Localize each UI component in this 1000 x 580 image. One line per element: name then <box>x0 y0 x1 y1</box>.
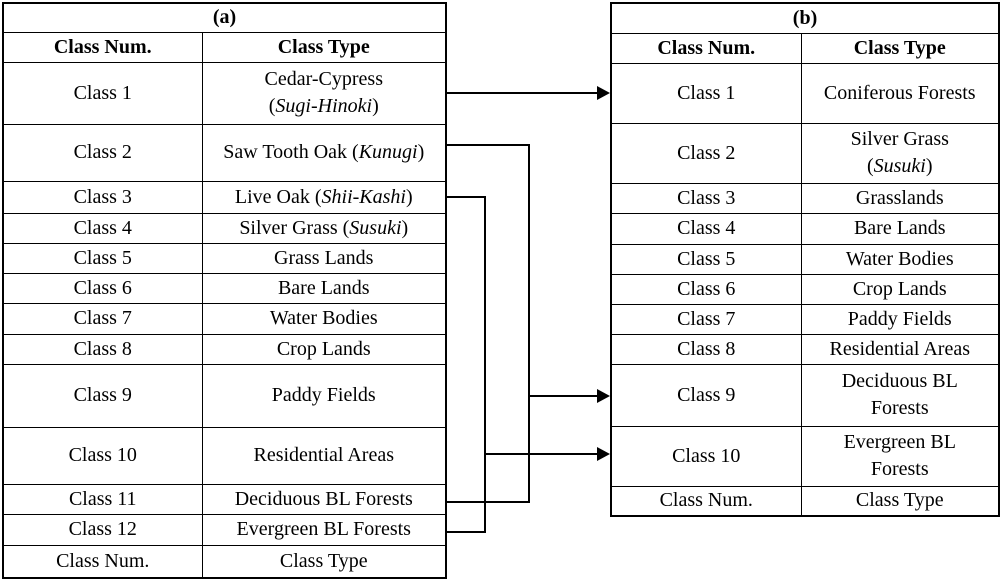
table-b-caption-row: (b) <box>610 2 1000 34</box>
class-num-cell: Class 4 <box>610 212 802 245</box>
connector-class2a-line <box>445 144 530 146</box>
table-b-header-class-type: Class Type <box>800 32 1000 64</box>
table-b-footer-class-type: Class Type <box>800 485 1000 517</box>
table-a-header-class-num: Class Num. <box>2 31 203 63</box>
table-a-caption: (a) <box>2 2 447 33</box>
class-type-cell: Crop Lands <box>800 273 1000 305</box>
class-num-cell: Class 4 <box>2 212 203 244</box>
arrow-class1a-to-class1b-line <box>445 92 598 94</box>
class-num-cell: Class 8 <box>610 333 802 365</box>
class-num-cell: Class 10 <box>2 426 203 485</box>
arrow-class1a-to-class1b-head-icon <box>597 86 610 100</box>
table-a-footer-class-type: Class Type <box>201 544 447 579</box>
connector-class12a-line <box>445 531 486 533</box>
class-num-cell: Class 9 <box>610 363 802 427</box>
class-type-cell: Water Bodies <box>800 243 1000 275</box>
connector-deciduous-vertical-line <box>528 144 530 503</box>
connector-class11a-line <box>445 501 530 503</box>
class-type-cell: Paddy Fields <box>201 363 447 428</box>
table-b-header-class-num: Class Num. <box>610 32 802 64</box>
class-num-cell: Class 12 <box>2 513 203 546</box>
class-type-cell: Cedar-Cypress(Sugi-Hinoki) <box>201 61 447 125</box>
table-b-header-row: Class Num. Class Type <box>610 32 1000 64</box>
class-type-cell: Bare Lands <box>201 272 447 304</box>
connector-class3a-line <box>445 196 486 198</box>
class-num-cell: Class 6 <box>2 272 203 304</box>
table-a-header-row: Class Num. Class Type <box>2 31 447 63</box>
class-type-cell: Live Oak (Shii-Kashi) <box>201 180 447 214</box>
class-type-cell: Saw Tooth Oak (Kunugi) <box>201 123 447 182</box>
class-type-cell: Water Bodies <box>201 302 447 335</box>
class-type-cell: Coniferous Forests <box>800 62 1000 124</box>
class-num-cell: Class 5 <box>610 243 802 275</box>
class-type-cell: Grasslands <box>800 182 1000 214</box>
class-num-cell: Class 6 <box>610 273 802 305</box>
class-type-cell: Grass Lands <box>201 242 447 274</box>
table-a-header-class-type: Class Type <box>201 31 447 63</box>
table-a-caption-row: (a) <box>2 2 447 33</box>
class-type-cell: Silver Grass(Susuki) <box>800 122 1000 184</box>
class-type-cell: Crop Lands <box>201 333 447 365</box>
class-type-cell: Bare Lands <box>800 212 1000 245</box>
class-num-cell: Class 7 <box>610 303 802 335</box>
class-num-cell: Class 9 <box>2 363 203 428</box>
arrow-to-class10b-head-icon <box>597 447 610 461</box>
arrow-to-class9b-line <box>530 395 598 397</box>
class-type-cell: Residential Areas <box>800 333 1000 365</box>
class-num-cell: Class 2 <box>610 122 802 184</box>
class-num-cell: Class 10 <box>610 425 802 487</box>
class-num-cell: Class 2 <box>2 123 203 182</box>
table-b-footer-class-num: Class Num. <box>610 485 802 517</box>
class-type-cell: Paddy Fields <box>800 303 1000 335</box>
class-type-cell: Evergreen BL Forests <box>201 513 447 546</box>
class-type-cell: Silver Grass (Susuki) <box>201 212 447 244</box>
table-a-footer-row: Class Num. Class Type <box>2 544 447 579</box>
class-type-cell: Deciduous BL Forests <box>201 483 447 515</box>
class-num-cell: Class 7 <box>2 302 203 335</box>
class-num-cell: Class 5 <box>2 242 203 274</box>
class-num-cell: Class 1 <box>610 62 802 124</box>
arrow-to-class10b-line <box>486 453 598 455</box>
class-num-cell: Class 3 <box>2 180 203 214</box>
class-num-cell: Class 1 <box>2 61 203 125</box>
arrow-to-class9b-head-icon <box>597 389 610 403</box>
connector-evergreen-vertical-line <box>484 196 486 533</box>
class-num-cell: Class 8 <box>2 333 203 365</box>
table-b-footer-row: Class Num. Class Type <box>610 485 1000 517</box>
class-num-cell: Class 3 <box>610 182 802 214</box>
table-b-caption: (b) <box>610 2 1000 34</box>
table-a-footer-class-num: Class Num. <box>2 544 203 579</box>
class-type-cell: Residential Areas <box>201 426 447 485</box>
class-num-cell: Class 11 <box>2 483 203 515</box>
